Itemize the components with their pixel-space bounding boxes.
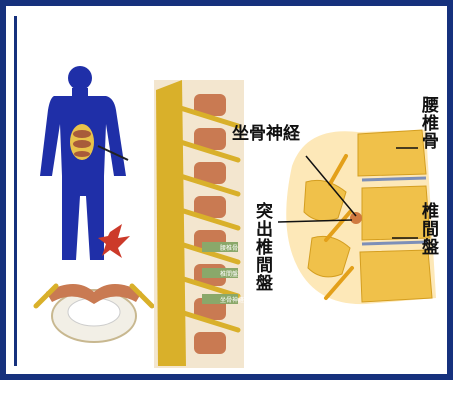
vertebra-cross-section: [36, 284, 152, 342]
sciatic-nerve-label: 坐骨神経: [232, 124, 300, 144]
spine-illustration: 腰椎骨 椎間盤 坐骨神経: [6, 6, 447, 374]
spine-column: [154, 80, 244, 368]
herniated-disc-label: 突出椎間盤: [252, 202, 272, 292]
lumbar-vertebra-label: 腰椎骨: [418, 96, 438, 150]
diagram-canvas: 腰椎骨 椎間盤 坐骨神経: [6, 6, 447, 374]
inner-rule: [14, 16, 17, 366]
small-label-c: 坐骨神経: [220, 296, 244, 304]
lumbar-spine-illustration: [286, 130, 436, 304]
frame-border-bottom: [0, 374, 453, 380]
small-label-a: 腰椎骨: [220, 244, 238, 252]
small-label-b: 椎間盤: [220, 270, 238, 278]
frame-border-right: [447, 0, 453, 380]
disc-label: 椎間盤: [418, 202, 438, 256]
